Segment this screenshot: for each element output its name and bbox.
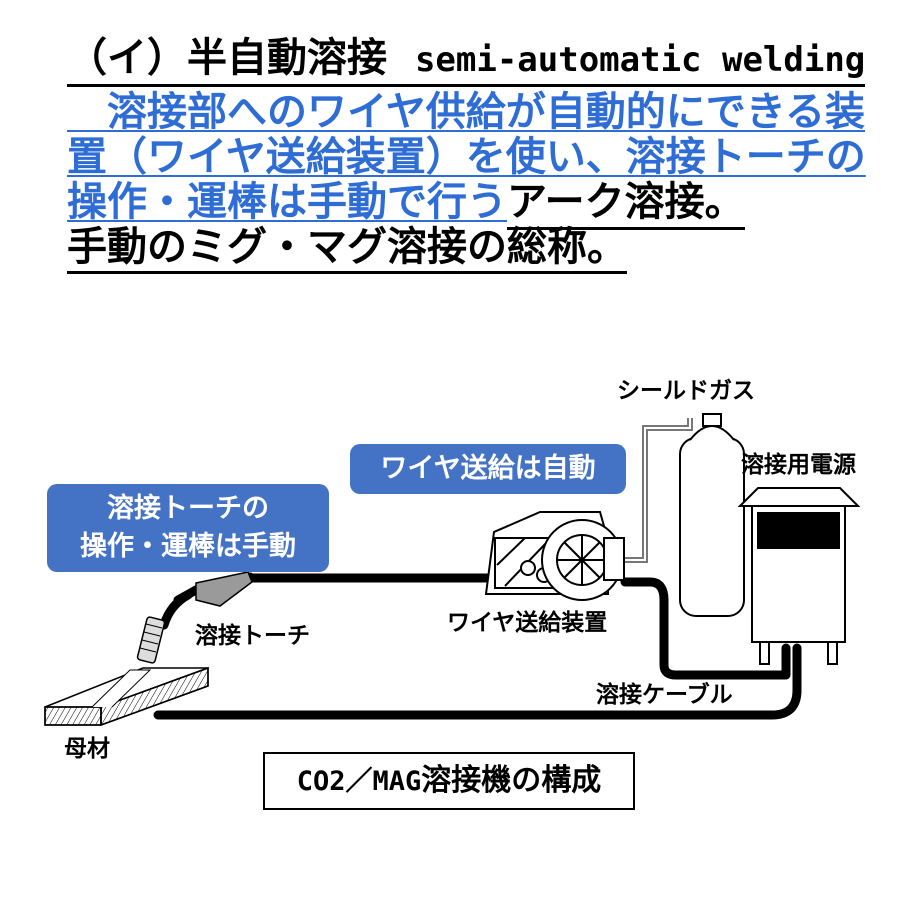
definition-line-2: 置（ワイヤ送給装置）を使い、溶接トーチの xyxy=(67,135,866,179)
definition-blue-1: 溶接部へのワイヤ供給が自動的にできる装 xyxy=(67,89,865,135)
feeder-to-power-cable xyxy=(620,577,791,680)
heading: （イ）半自動溶接 semi-automatic welding xyxy=(67,35,866,87)
wire-auto-callout: ワイヤ送給は自動 xyxy=(350,444,626,494)
definition-blue-3: 操作・運棒は手動で行う xyxy=(67,179,507,225)
wire-feeder-icon xyxy=(484,511,625,601)
definition-black-3: アーク溶接。 xyxy=(507,179,745,230)
torch-icon xyxy=(136,571,255,664)
definition-blue-2: 置（ワイヤ送給装置）を使い、溶接トーチの xyxy=(67,134,866,180)
definition-line-4: 手動のミグ・マグ溶接の総称。 xyxy=(67,225,627,274)
heading-en: semi-automatic welding xyxy=(414,40,866,80)
welding-cable-lines xyxy=(153,573,802,720)
torch-label: 溶接トーチ xyxy=(195,622,310,649)
power-source-icon xyxy=(737,487,861,665)
cable-label: 溶接ケーブル xyxy=(596,681,733,708)
gas-cylinder-icon xyxy=(679,413,745,617)
diagram-caption: CO2／MAG溶接機の構成 xyxy=(263,752,635,810)
torch-manual-callout: 溶接トーチの 操作・運棒は手動 xyxy=(47,484,329,572)
base-metal-cable xyxy=(153,643,802,720)
heading-ja: （イ）半自動溶接 xyxy=(67,35,387,81)
torch-callout-line1: 溶接トーチの xyxy=(107,493,269,524)
power-source-label: 溶接用電源 xyxy=(741,451,856,478)
caption-prefix: CO2／MAG xyxy=(296,766,422,797)
wire-feeder-label: ワイヤ送給装置 xyxy=(447,609,607,636)
base-metal-icon xyxy=(44,666,209,727)
definition-line-1: 溶接部へのワイヤ供給が自動的にできる装 xyxy=(67,90,865,134)
wire-auto-callout-text: ワイヤ送給は自動 xyxy=(380,453,596,484)
base-metal-label: 母材 xyxy=(64,736,110,762)
shield-gas-label: シールドガス xyxy=(617,378,755,404)
definition-line-3: 操作・運棒は手動で行うアーク溶接。 xyxy=(67,179,745,230)
definition-black-4: 手動のミグ・マグ溶接の総称。 xyxy=(67,224,627,270)
torch-callout-line2: 操作・運棒は手動 xyxy=(80,531,296,562)
caption-suffix: 溶接機の構成 xyxy=(421,763,602,798)
